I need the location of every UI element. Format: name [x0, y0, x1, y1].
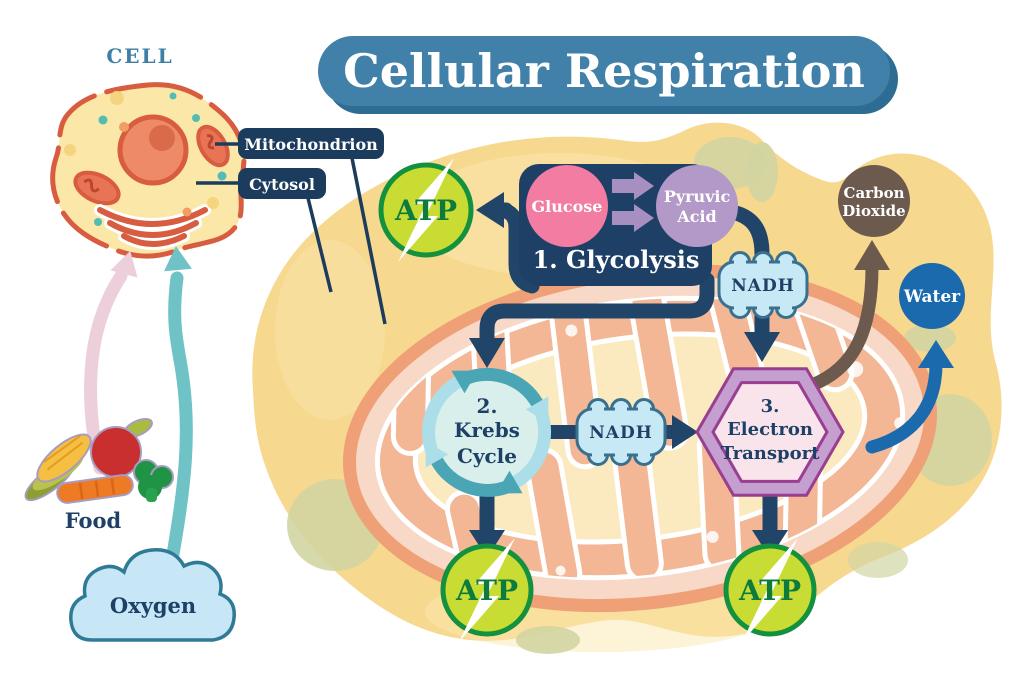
- pyruvic-acid-label-2: Acid: [676, 207, 716, 226]
- food-illustration: Food: [24, 418, 174, 533]
- carrot: [56, 474, 134, 504]
- cell-illustration: CELL: [50, 44, 247, 259]
- corn: [24, 433, 92, 502]
- glycolysis-to-atp-arrow: [476, 192, 540, 294]
- water-node: Water: [899, 263, 965, 329]
- krebs-label-3: Cycle: [457, 444, 517, 468]
- glucose-label: Glucose: [532, 197, 603, 216]
- lightning-bolt-icon: [742, 538, 798, 642]
- cell-mitochondrion-2: [196, 124, 230, 168]
- atp-badge-glycolysis: ATP: [378, 158, 474, 262]
- nucleolus: [149, 125, 175, 151]
- electron-transport-label-3: Transport: [721, 443, 821, 464]
- mitochondrion-callout: Mitochondrion: [238, 128, 384, 159]
- oxygen-label: Oxygen: [110, 593, 196, 618]
- cell-heading: CELL: [106, 44, 173, 68]
- cytoplasm-dots: [64, 91, 227, 226]
- carbon-dioxide-node: Carbon Dioxide: [838, 165, 910, 237]
- page-title: Cellular Respiration: [343, 44, 865, 98]
- atp-badge-electron-transport: ATP: [723, 538, 817, 642]
- title-banner: Cellular Respiration: [318, 36, 898, 114]
- glycolysis-to-krebs-arrow: [469, 272, 715, 368]
- callout-lines: [196, 142, 387, 325]
- electron-transport-node: 3. Electron Transport: [695, 367, 845, 497]
- nadh-label: NADH: [731, 276, 795, 296]
- food-label: Food: [65, 508, 122, 533]
- oxygen-arrow: [164, 246, 193, 567]
- cell-mitochondrion-1: [73, 170, 121, 206]
- krebs-cycle-node: 2. Krebs Cycle: [422, 367, 552, 497]
- glucose-to-pyruvic-arrow-icon: [612, 172, 654, 232]
- carbon-dioxide-label-1: Carbon: [844, 184, 905, 202]
- glycolysis-step-label: 1. Glycolysis: [533, 245, 700, 274]
- carbon-dioxide-arrow: [805, 240, 890, 392]
- nucleus: [117, 114, 189, 186]
- nadh-label: NADH: [589, 423, 653, 443]
- electron-transport-label-1: 3.: [761, 396, 780, 417]
- lightning-bolt-icon: [398, 158, 454, 262]
- endoplasmic-reticulum: [94, 204, 211, 250]
- atp-label: ATP: [455, 574, 518, 607]
- atp-label: ATP: [394, 194, 457, 227]
- glycolysis-box: Glucose Pyruvic Acid 1. Glycolysis: [519, 164, 738, 286]
- krebs-label-1: 2.: [477, 394, 498, 418]
- carbon-dioxide-label-2: Dioxide: [842, 202, 905, 220]
- broccoli: [133, 459, 174, 502]
- mitochondrion-callout-label: Mitochondrion: [244, 135, 378, 154]
- water-arrow: [865, 340, 954, 454]
- atp-label: ATP: [738, 574, 801, 607]
- krebs-label-2: Krebs: [454, 418, 520, 442]
- water-label: Water: [903, 287, 961, 307]
- cycle-arrows-icon: [422, 367, 552, 497]
- atp-badge-krebs: ATP: [440, 538, 534, 642]
- lightning-bolt-icon: [459, 538, 515, 642]
- glucose-node: [526, 165, 608, 247]
- oxygen-cloud: Oxygen: [69, 548, 236, 642]
- food-arrow: [84, 250, 138, 475]
- electron-transport-label-2: Electron: [727, 419, 813, 440]
- cytosol-callout-label: Cytosol: [249, 175, 315, 194]
- cytosol-callout: Cytosol: [238, 168, 326, 199]
- pyruvic-acid-label-1: Pyruvic: [664, 187, 731, 206]
- nadh-node-pyruvic: NADH: [717, 251, 809, 319]
- pyruvic-acid-node: [656, 165, 738, 247]
- nadh-node-krebs: NADH: [575, 398, 667, 466]
